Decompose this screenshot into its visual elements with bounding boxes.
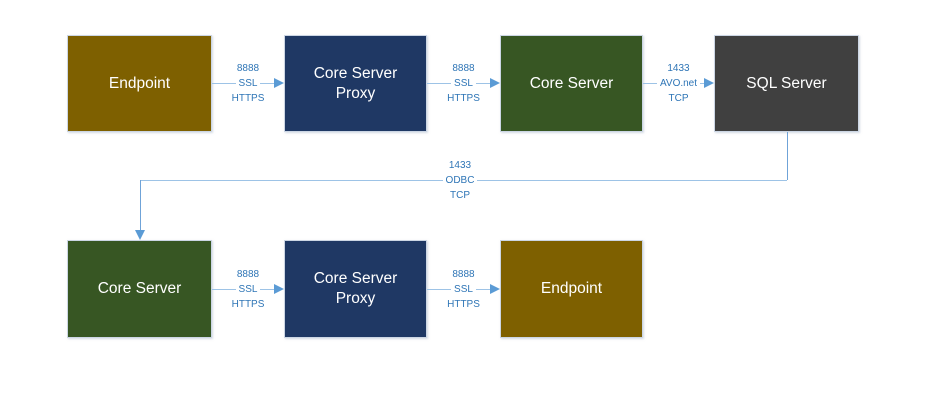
port-label: 8888 [452,63,475,74]
port-label: 8888 [452,269,475,280]
protocol-label: SSL [235,76,261,91]
connector-labels: 8888 SSL HTTPS [427,61,500,106]
node-label: Endpoint [108,74,171,92]
arrow-right-icon [274,77,284,88]
arrow-right-icon [704,77,714,88]
port-label: 8888 [236,63,260,74]
connector-labels: 8888 SSL HTTPS [427,267,500,312]
connector-proxy-to-core-top: 8888 SSL HTTPS [427,61,500,106]
connector-endpoint-to-proxy-top: 8888 SSL HTTPS [212,61,284,106]
protocol-label: SSL [235,282,261,297]
connector-sql-drop-segment [786,132,788,180]
connector-core-to-proxy-bottom: 8888 SSL HTTPS [212,267,284,312]
connector-sql-down-segment [139,180,141,232]
node-core-server-proxy-top: Core Server Proxy [284,35,427,132]
node-endpoint-top: Endpoint [67,35,212,132]
node-label: Endpoint [540,280,603,297]
connector-labels: 8888 SSL HTTPS [212,61,284,106]
arrow-right-icon [490,77,500,88]
protocol-label: SSL [451,76,476,91]
node-label: Core Server [97,280,182,297]
transport-label: HTTPS [447,93,480,104]
node-label: SQL Server [746,74,827,92]
transport-label: TCP [450,190,470,201]
node-endpoint-bottom: Endpoint [500,240,643,338]
port-label: 1433 [448,160,472,171]
node-label: Core Server Proxy [313,270,398,307]
node-label: Core Server Proxy [313,64,398,102]
connector-proxy-to-endpoint-bottom: 8888 SSL HTTPS [427,267,500,312]
connector-core-to-sql: 1433 AVO.net TCP [643,61,714,106]
port-label: 1433 [667,63,690,74]
connector-sql-to-core-labels: 1433 ODBC TCP [429,158,491,203]
transport-label: HTTPS [231,299,265,310]
node-core-server-bottom: Core Server [67,240,212,338]
protocol-label: SSL [451,282,476,297]
node-core-server-proxy-bottom: Core Server Proxy [284,240,427,338]
transport-label: TCP [668,93,689,104]
protocol-label: ODBC [442,173,478,188]
connector-labels: 8888 SSL HTTPS [212,267,284,312]
port-label: 8888 [236,269,260,280]
transport-label: HTTPS [447,299,480,310]
arrow-down-icon [135,230,145,240]
transport-label: HTTPS [231,93,265,104]
arrow-right-icon [274,283,284,294]
node-core-server-top: Core Server [500,35,643,132]
node-sql-server: SQL Server [714,35,859,132]
protocol-label: AVO.net [656,76,701,91]
connector-labels: 1433 AVO.net TCP [643,61,714,106]
node-label: Core Server [529,74,614,92]
arrow-right-icon [490,283,500,294]
